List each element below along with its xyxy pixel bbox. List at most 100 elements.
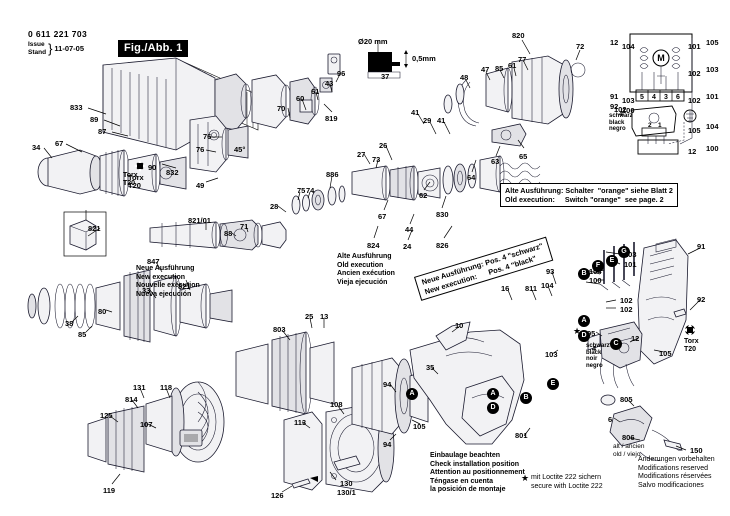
callout-26: 26 xyxy=(379,141,388,150)
callout-43: 43 xyxy=(325,79,334,88)
callout-41: 41 xyxy=(411,108,420,117)
svg-text:5: 5 xyxy=(640,94,644,101)
torx-text-right: Torx xyxy=(684,338,699,345)
armature-fan xyxy=(87,331,335,473)
callout-105: 105 xyxy=(413,422,426,431)
callout-71: 71 xyxy=(240,222,249,231)
callout-T20: T20 xyxy=(128,181,141,190)
callout-886: 886 xyxy=(326,170,339,179)
callout-125: 125 xyxy=(100,411,113,420)
callout-119: 119 xyxy=(103,486,116,495)
wiring-callout-104: 12 xyxy=(610,38,619,47)
callout-76: 76 xyxy=(196,145,205,154)
old-execution-note-box: Alte Ausführung: Schalter "orange" siehe… xyxy=(500,183,678,207)
callout-61: 61 xyxy=(508,61,517,70)
callout-104: 104 xyxy=(622,42,635,51)
callout-67: 67 xyxy=(378,212,387,221)
letter-badge-A-3: A xyxy=(406,388,418,400)
part-number: 0 611 221 703 xyxy=(28,29,88,39)
wiring-callout-101: 105 xyxy=(706,38,719,47)
callout-126: 126 xyxy=(271,491,284,500)
torx-label-right: Torx T20 xyxy=(684,338,699,354)
wiring-callout-105: 104 xyxy=(706,122,719,131)
callout-150: 150 xyxy=(690,446,703,455)
callout-819: 819 xyxy=(325,114,338,123)
torx-icon-left xyxy=(134,160,146,172)
part-37-shape xyxy=(367,40,408,79)
callout-131: 131 xyxy=(133,383,146,392)
housing-main xyxy=(102,57,320,151)
callout-102: 102 xyxy=(688,96,701,105)
callout-824: 824 xyxy=(367,241,380,250)
star-icon-95: ★ xyxy=(573,326,582,336)
callout-12: 12 xyxy=(688,147,697,156)
callout-96: 96 xyxy=(337,69,346,78)
callout-102: 102 xyxy=(688,69,701,78)
callout-803: 803 xyxy=(273,325,286,334)
callout-93: 93 xyxy=(546,267,555,276)
callout-806: 806 xyxy=(622,433,635,442)
piston-cylinder-group xyxy=(351,155,541,201)
callout-821-01: 821/01 xyxy=(188,216,211,225)
callout-101: 101 xyxy=(624,260,637,269)
callout-89: 89 xyxy=(90,115,99,124)
callout-65: 65 xyxy=(519,152,528,161)
callout-92: 92 xyxy=(697,295,706,304)
callout-44: 44 xyxy=(405,225,414,234)
callout-64: 64 xyxy=(467,173,476,182)
callout-75: 75 xyxy=(297,186,306,195)
callout-38: 38 xyxy=(65,319,74,328)
callout-85: 85 xyxy=(495,64,504,73)
callout-821: 821 xyxy=(88,224,101,233)
rotor-armature xyxy=(27,269,233,343)
callout-13: 13 xyxy=(320,312,329,321)
callout-49: 49 xyxy=(196,181,205,190)
callout-91: 91 xyxy=(697,242,706,251)
callout-16: 16 xyxy=(501,284,510,293)
wiring-diagram-top: M 5 4 3 6 2 1 xyxy=(629,33,697,155)
callout-90: 90 xyxy=(148,163,157,172)
callout-29: 29 xyxy=(423,116,432,125)
callout-37: 37 xyxy=(381,72,390,81)
callout-118: 118 xyxy=(160,383,173,392)
callout-72: 72 xyxy=(576,42,585,51)
issue-brace: } xyxy=(48,41,53,56)
loctite-note: mit Loctite 222 sichern secure with Loct… xyxy=(531,474,603,490)
small-fasteners-top xyxy=(299,53,341,113)
callout-811: 811 xyxy=(525,284,538,293)
callout-105: 105 xyxy=(688,126,701,135)
callout-33: 33 xyxy=(142,286,151,295)
callout-4: 4 xyxy=(592,344,597,353)
callout-76: 76 xyxy=(203,132,212,141)
callout-826: 826 xyxy=(436,241,449,250)
svg-text:1: 1 xyxy=(658,122,662,129)
callout-101: 101 xyxy=(688,42,701,51)
callout-107: 107 xyxy=(140,420,153,429)
issue-label: Issue xyxy=(28,41,45,48)
callout-805: 805 xyxy=(620,395,633,404)
callout-48: 48 xyxy=(460,73,469,82)
callout-100: 100 xyxy=(589,276,602,285)
callout-104: 104 xyxy=(589,267,602,276)
callout-104: 104 xyxy=(541,281,554,290)
leader-lines xyxy=(43,39,701,493)
letter-badge-A-2: A xyxy=(487,388,499,400)
wiring-callout-102-b: 101 xyxy=(706,92,719,101)
callout-814: 814 xyxy=(125,395,138,404)
callout-47: 47 xyxy=(481,65,490,74)
callout-70: 70 xyxy=(277,104,286,113)
callout-10: 10 xyxy=(455,321,464,330)
callout-63: 63 xyxy=(491,157,500,166)
wiring-callout-12: 100 xyxy=(706,144,719,153)
cord-assembly xyxy=(600,394,683,461)
wiring-callout-100: 92 xyxy=(610,102,619,111)
callout-847: 847 xyxy=(147,257,160,266)
callout-77: 77 xyxy=(518,55,527,64)
callout-95: 95 xyxy=(587,329,596,338)
callout-27: 27 xyxy=(357,150,366,159)
callout-62: 62 xyxy=(419,191,428,200)
alt-ancien-note: alt / ancien old / viejo xyxy=(613,443,645,458)
